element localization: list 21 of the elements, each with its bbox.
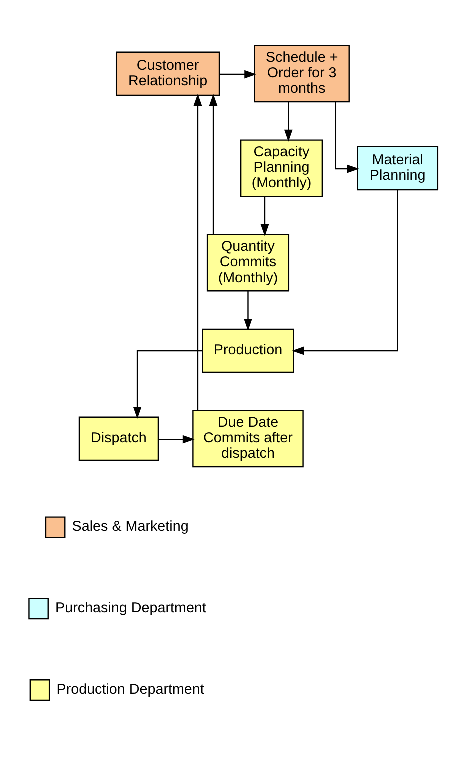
arrow — [292, 190, 398, 356]
legend-label: Production Department — [56, 682, 204, 698]
arrow — [194, 94, 202, 411]
node-box: Dispatch — [78, 416, 160, 462]
arrow — [260, 196, 270, 236]
node-box: Due Date Commits after dispatch — [192, 410, 304, 468]
arrow — [133, 350, 203, 419]
node-box: Capacity Planning (Monthly) — [240, 140, 324, 198]
node-box: Schedule + Order for 3 months — [254, 45, 350, 103]
node-box: Production — [202, 328, 294, 374]
legend-label: Sales & Marketing — [72, 519, 189, 536]
arrow — [209, 94, 218, 235]
arrow — [335, 102, 360, 174]
arrow — [244, 291, 252, 331]
arrow — [284, 102, 293, 142]
legend-label: Purchasing Department — [56, 600, 206, 617]
node-box: Material Planning — [357, 146, 439, 191]
node-box: Customer Relationship — [116, 52, 220, 96]
node-box: Quantity Commits (Monthly) — [206, 234, 290, 292]
arrow — [158, 435, 195, 444]
arrow — [220, 70, 257, 79]
